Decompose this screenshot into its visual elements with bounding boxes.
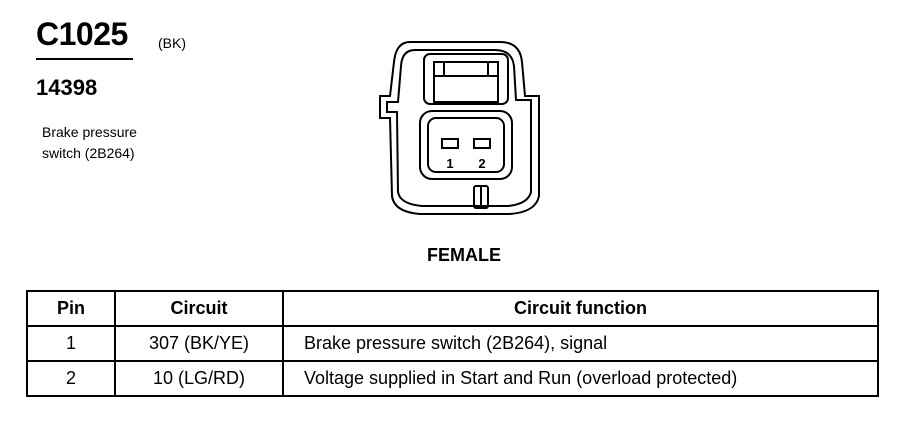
component-description-line-2: switch (2B264) bbox=[42, 145, 135, 161]
terminal-cavity-outer bbox=[419, 110, 513, 180]
circuit-cell: 307 (BK/YE) bbox=[114, 325, 284, 362]
pin-2-label: 2 bbox=[478, 156, 485, 171]
part-number: 14398 bbox=[36, 75, 98, 100]
connector-gender-label: FEMALE bbox=[427, 245, 501, 265]
connector-outer-housing bbox=[379, 41, 540, 215]
latch-outline bbox=[423, 53, 509, 105]
pin-1-label: 1 bbox=[446, 156, 453, 171]
header-circuit: Circuit bbox=[114, 290, 284, 327]
pin-1-terminal bbox=[441, 138, 459, 149]
connector-inner-housing bbox=[386, 49, 532, 207]
terminal-cavity-inner bbox=[427, 117, 505, 173]
connector-id: C1025 bbox=[36, 16, 128, 52]
pin-cell: 2 bbox=[26, 360, 116, 397]
table-row: 2 10 (LG/RD) Voltage supplied in Start a… bbox=[26, 360, 879, 397]
pin-2-terminal bbox=[473, 138, 491, 149]
title-underline bbox=[36, 58, 133, 60]
latch-tab bbox=[433, 61, 499, 103]
header-pin: Pin bbox=[26, 290, 116, 327]
function-cell: Brake pressure switch (2B264), signal bbox=[282, 325, 879, 362]
component-description-line-1: Brake pressure bbox=[42, 124, 137, 140]
header-circuit-function: Circuit function bbox=[282, 290, 879, 327]
connector-color: (BK) bbox=[158, 35, 186, 51]
component-description: Brake pressure switch (2B264) bbox=[42, 122, 192, 164]
pin-cell: 1 bbox=[26, 325, 116, 362]
table-header-row: Pin Circuit Circuit function bbox=[26, 290, 879, 327]
circuit-cell: 10 (LG/RD) bbox=[114, 360, 284, 397]
connector-face-diagram: 1 2 bbox=[379, 41, 540, 215]
table-row: 1 307 (BK/YE) Brake pressure switch (2B2… bbox=[26, 325, 879, 362]
pinout-table: Pin Circuit Circuit function 1 307 (BK/Y… bbox=[26, 290, 879, 397]
function-cell: Voltage supplied in Start and Run (overl… bbox=[282, 360, 879, 397]
